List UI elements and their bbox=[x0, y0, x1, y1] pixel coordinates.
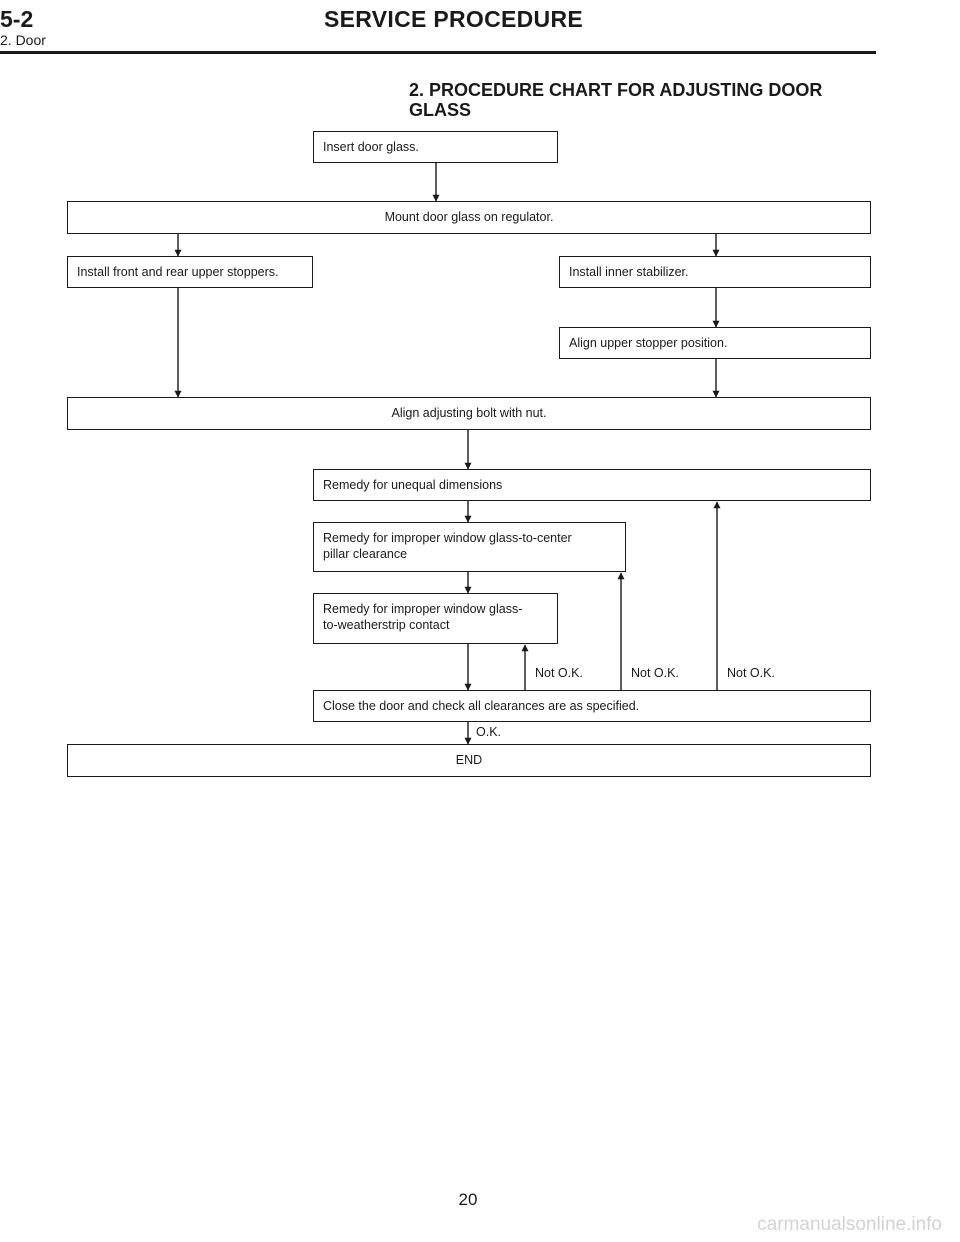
label-not-ok-pillar: Not O.K. bbox=[631, 666, 679, 680]
label-not-ok-weatherstrip: Not O.K. bbox=[535, 666, 583, 680]
subsection-label: 2. Door bbox=[0, 32, 46, 48]
label-not-ok-dimensions: Not O.K. bbox=[727, 666, 775, 680]
step-remedy-unequal-dimensions: Remedy for unequal dimensions bbox=[313, 469, 871, 501]
step-install-upper-stoppers: Install front and rear upper stoppers. bbox=[67, 256, 313, 288]
label-ok: O.K. bbox=[476, 725, 502, 739]
section-number: 5-2 bbox=[0, 6, 34, 32]
step-remedy-weatherstrip-contact: Remedy for improper window glass- to-wea… bbox=[313, 593, 558, 644]
step-align-adjusting-bolt: Align adjusting bolt with nut. bbox=[67, 397, 871, 430]
step-mount-door-glass: Mount door glass on regulator. bbox=[67, 201, 871, 234]
chart-title: 2. PROCEDURE CHART FOR ADJUSTING DOOR GL… bbox=[409, 80, 823, 120]
step-install-inner-stabilizer: Install inner stabilizer. bbox=[559, 256, 871, 288]
step-end: END bbox=[67, 744, 871, 777]
step-align-upper-stopper: Align upper stopper position. bbox=[559, 327, 871, 359]
section-title: SERVICE PROCEDURE bbox=[324, 6, 584, 32]
page-number: 20 bbox=[458, 1190, 478, 1209]
step-check-clearances: Close the door and check all clearances … bbox=[313, 690, 871, 722]
watermark: carmanualsonline.info bbox=[757, 1214, 942, 1235]
header-rule bbox=[0, 51, 876, 54]
step-remedy-pillar-clearance: Remedy for improper window glass-to-cent… bbox=[313, 522, 626, 572]
step-insert-door-glass: Insert door glass. bbox=[313, 131, 558, 163]
